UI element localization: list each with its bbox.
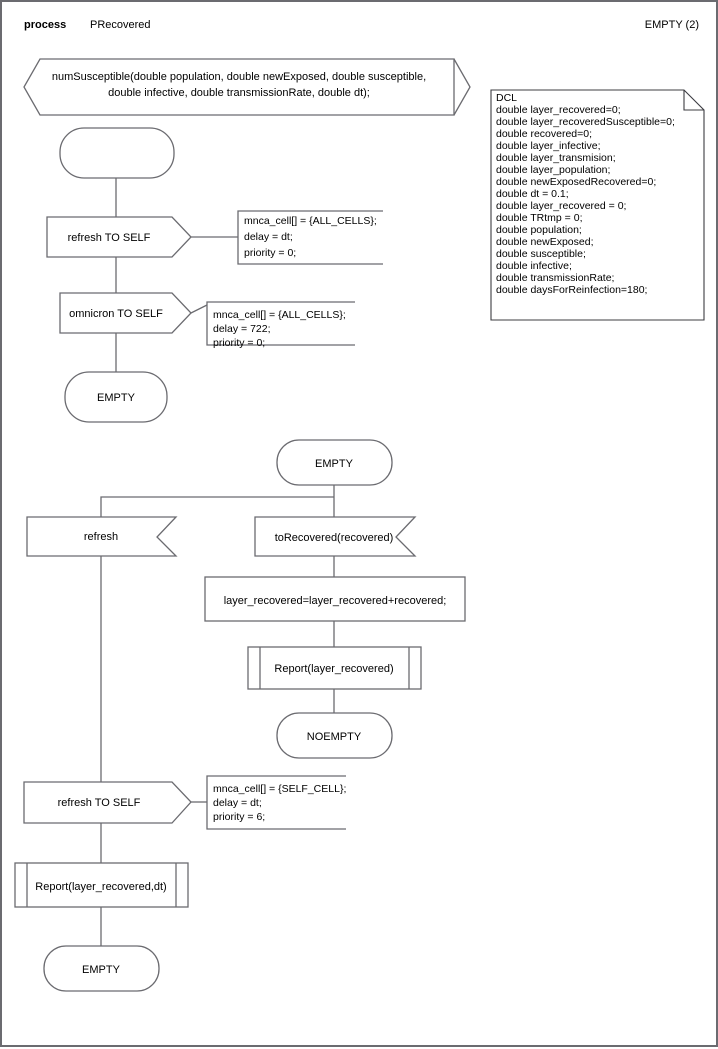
- page-label: EMPTY (2): [645, 19, 699, 31]
- output-refresh-to-self-2-label: refresh TO SELF: [58, 797, 141, 809]
- proc-report-2-label: Report(layer_recovered,dt): [35, 881, 166, 893]
- dcl-line-4: double layer_transmision;: [496, 152, 616, 164]
- process-keyword: process: [24, 19, 66, 31]
- procedure-signature-line2: double infective, double transmissionRat…: [108, 87, 370, 99]
- comment-3-line-2: priority = 6;: [213, 811, 265, 823]
- procedure-signature-shape: [23, 58, 455, 116]
- task-layer-recovered-label: layer_recovered=layer_recovered+recovere…: [224, 595, 447, 607]
- comment-1-line-1: delay = dt;: [244, 231, 293, 243]
- comment-3-line-0: mnca_cell[] = {SELF_CELL};: [213, 783, 346, 795]
- procedure-signature-line1: numSusceptible(double population, double…: [52, 71, 426, 83]
- dcl-line-13: double infective;: [496, 260, 572, 272]
- dcl-line-0: double layer_recovered=0;: [496, 104, 621, 116]
- output-omnicron-to-self-label: omnicron TO SELF: [69, 308, 163, 320]
- dcl-box-dogear: [683, 90, 704, 111]
- procedure-signature-right-notch: [453, 58, 471, 116]
- dcl-line-8: double layer_recovered = 0;: [496, 200, 626, 212]
- dcl-line-11: double newExposed;: [496, 236, 594, 248]
- comment-2-line-1: delay = 722;: [213, 323, 271, 335]
- dcl-line-15: double daysForReinfection=180;: [496, 284, 647, 296]
- task-layer-recovered-shape: [204, 576, 466, 622]
- output-refresh-to-self-1-shape: [46, 216, 192, 258]
- proc-report-1-label: Report(layer_recovered): [274, 663, 393, 675]
- dcl-line-1: double layer_recoveredSusceptible=0;: [496, 116, 675, 128]
- comment-2-box: [206, 301, 355, 346]
- dcl-line-2: double recovered=0;: [496, 128, 592, 140]
- dcl-box-shape: [490, 89, 705, 321]
- output-omnicron-to-self-shape: [59, 292, 192, 334]
- input-torecovered-shape: [254, 516, 417, 557]
- dcl-line-6: double newExposedRecovered=0;: [496, 176, 656, 188]
- dcl-line-12: double susceptible;: [496, 248, 586, 260]
- dcl-line-14: double transmissionRate;: [496, 272, 614, 284]
- dcl-line-7: double dt = 0.1;: [496, 188, 569, 200]
- comment-2-line-0: mnca_cell[] = {ALL_CELLS};: [213, 309, 346, 321]
- state-empty-3-shape: [43, 945, 160, 992]
- input-torecovered-label: toRecovered(recovered): [275, 532, 394, 544]
- comment-3-line-1: delay = dt;: [213, 797, 262, 809]
- output-refresh-to-self-1-label: refresh TO SELF: [68, 232, 151, 244]
- dcl-line-5: double layer_population;: [496, 164, 610, 176]
- comment-connector-2: [190, 304, 208, 314]
- state-empty-1-label: EMPTY: [97, 392, 136, 404]
- comment-1-line-0: mnca_cell[] = {ALL_CELLS};: [244, 215, 377, 227]
- input-refresh-shape: [26, 516, 178, 557]
- comment-1-line-2: priority = 0;: [244, 247, 296, 259]
- dcl-line-9: double TRtmp = 0;: [496, 212, 582, 224]
- process-name: PRecovered: [90, 19, 151, 31]
- dcl-line-10: double population;: [496, 224, 582, 236]
- input-refresh-label: refresh: [84, 531, 118, 543]
- proc-report-1-shape: [247, 646, 422, 690]
- comment-3-box: [206, 775, 346, 830]
- state-noempty-label: NOEMPTY: [307, 731, 362, 743]
- flow-branch-to-refresh-input: [100, 496, 334, 517]
- state-noempty-shape: [276, 712, 393, 759]
- state-empty-2-label: EMPTY: [315, 458, 354, 470]
- dcl-title: DCL: [496, 92, 517, 104]
- output-refresh-to-self-2-shape: [23, 781, 192, 824]
- state-empty-1-shape: [64, 371, 168, 423]
- dcl-line-3: double layer_infective;: [496, 140, 600, 152]
- comment-2-line-2: priority = 0;: [213, 337, 265, 349]
- comment-1-box: [237, 210, 383, 265]
- start-state-shape: [59, 127, 175, 179]
- state-empty-3-label: EMPTY: [82, 964, 121, 976]
